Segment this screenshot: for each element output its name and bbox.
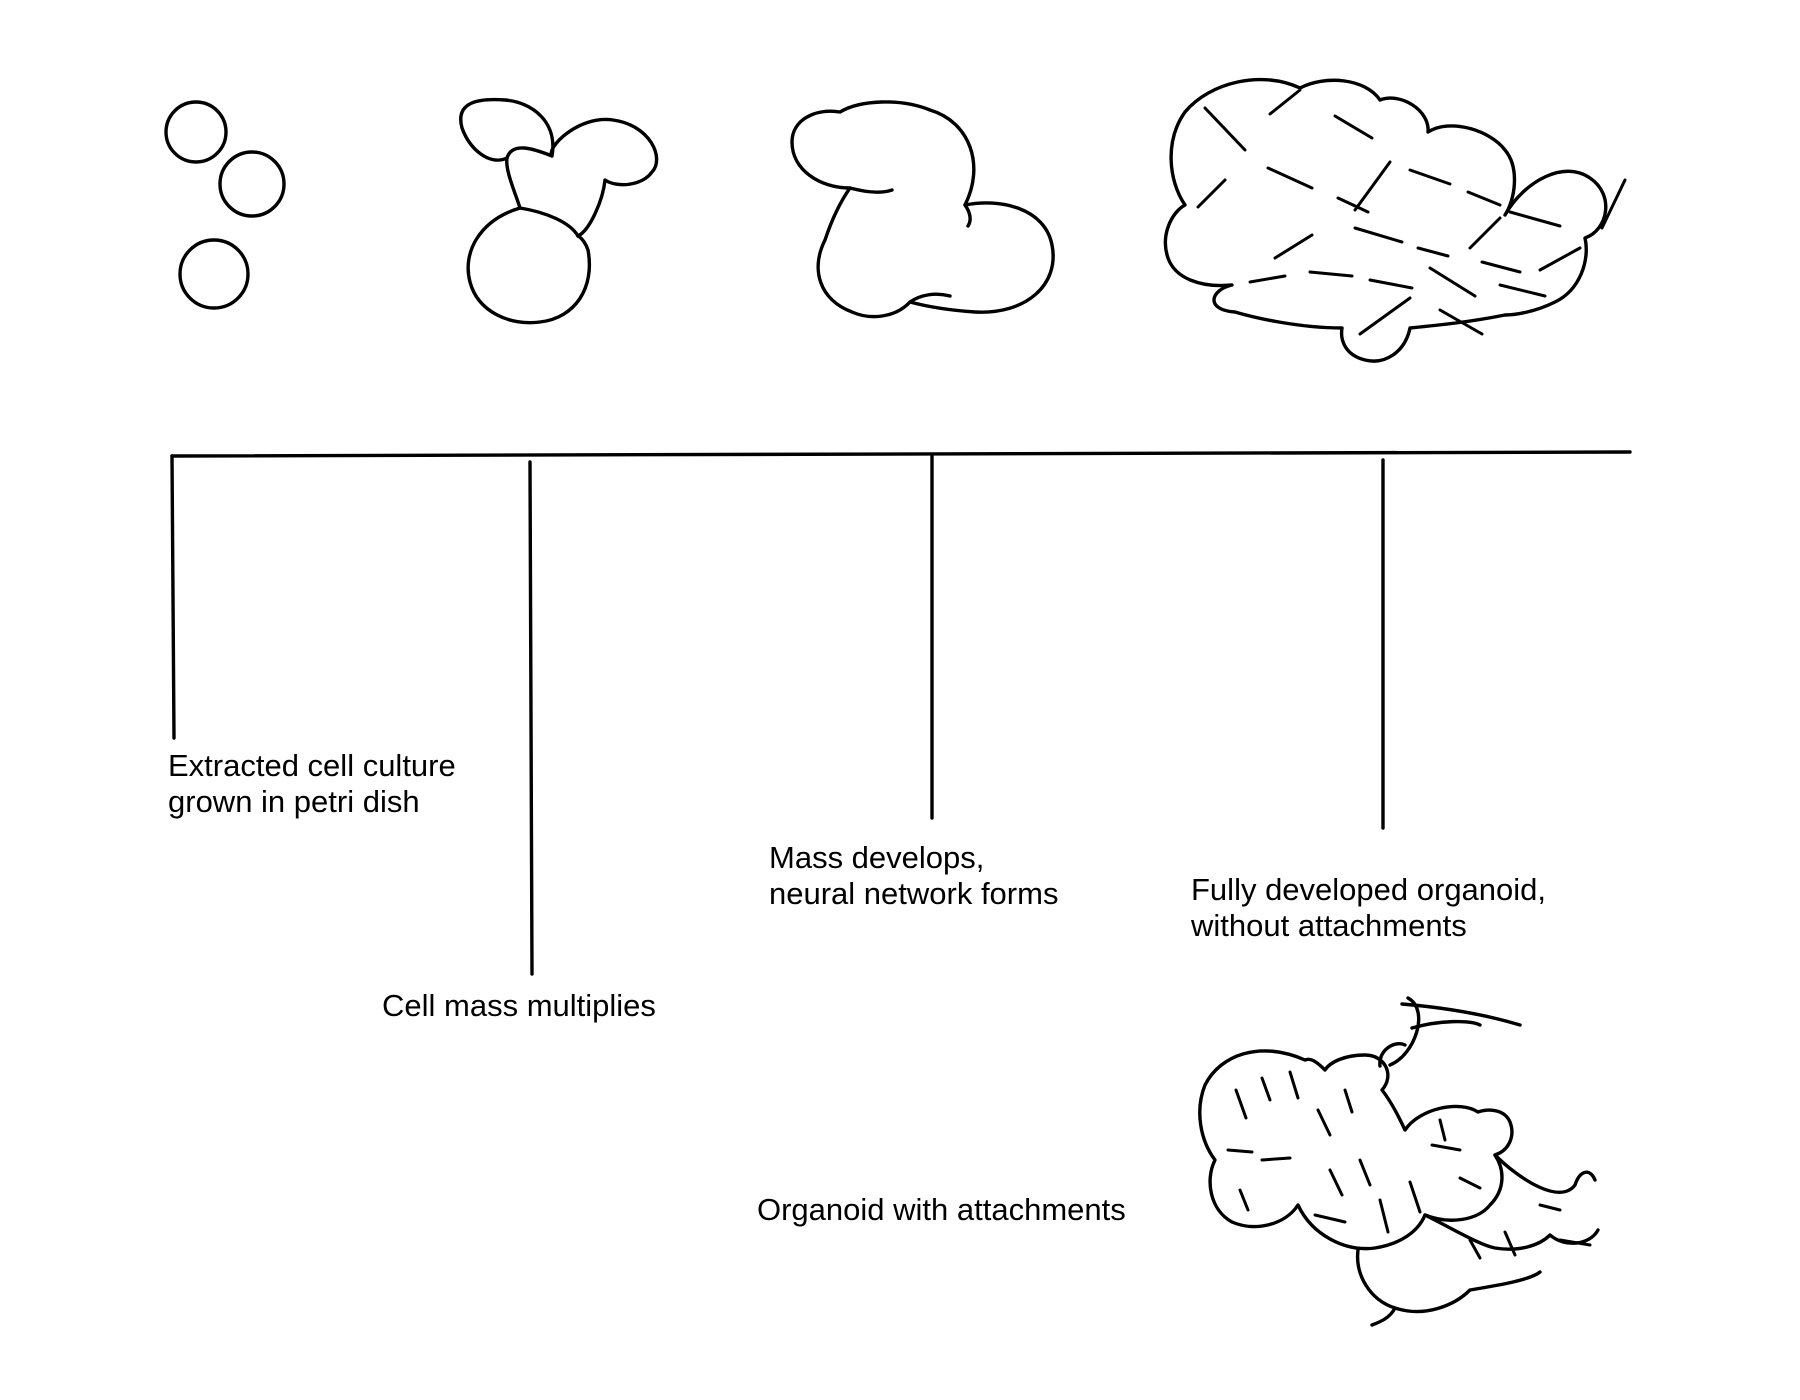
stage-1-label-line-2: grown in petri dish bbox=[168, 784, 420, 819]
stage-2-label: Cell mass multiplies bbox=[382, 988, 656, 1024]
timeline-axis bbox=[170, 450, 1632, 458]
stage-4-label-line-1: Fully developed organoid, bbox=[1191, 872, 1547, 907]
organoid-with-attachments-label: Organoid with attachments bbox=[757, 1192, 1126, 1228]
stage-3-neural-mass-illustration bbox=[790, 100, 1055, 319]
organoid-with-attachments-illustration bbox=[1198, 996, 1600, 1327]
stage-1-tick bbox=[170, 454, 176, 740]
stage-3-label: Mass develops, neural network forms bbox=[769, 840, 1058, 912]
stage-2-tick bbox=[528, 460, 534, 976]
organoid-with-attachments-text: Organoid with attachments bbox=[757, 1192, 1126, 1227]
stage-4-organoid-illustration bbox=[1163, 77, 1627, 363]
stage-1-label: Extracted cell culture grown in petri di… bbox=[168, 748, 456, 820]
stage-2-cell-mass-illustration bbox=[459, 97, 659, 325]
stage-4-label: Fully developed organoid, without attach… bbox=[1191, 872, 1546, 944]
stage-1-cells-illustration bbox=[164, 100, 286, 310]
stage-4-label-line-2: without attachments bbox=[1191, 908, 1467, 943]
stage-2-label-line-1: Cell mass multiplies bbox=[382, 988, 656, 1023]
timeline bbox=[170, 450, 1632, 976]
stage-1-label-line-1: Extracted cell culture bbox=[168, 748, 456, 783]
stage-3-label-line-1: Mass develops, bbox=[769, 840, 985, 875]
stage-3-label-line-2: neural network forms bbox=[769, 876, 1059, 911]
